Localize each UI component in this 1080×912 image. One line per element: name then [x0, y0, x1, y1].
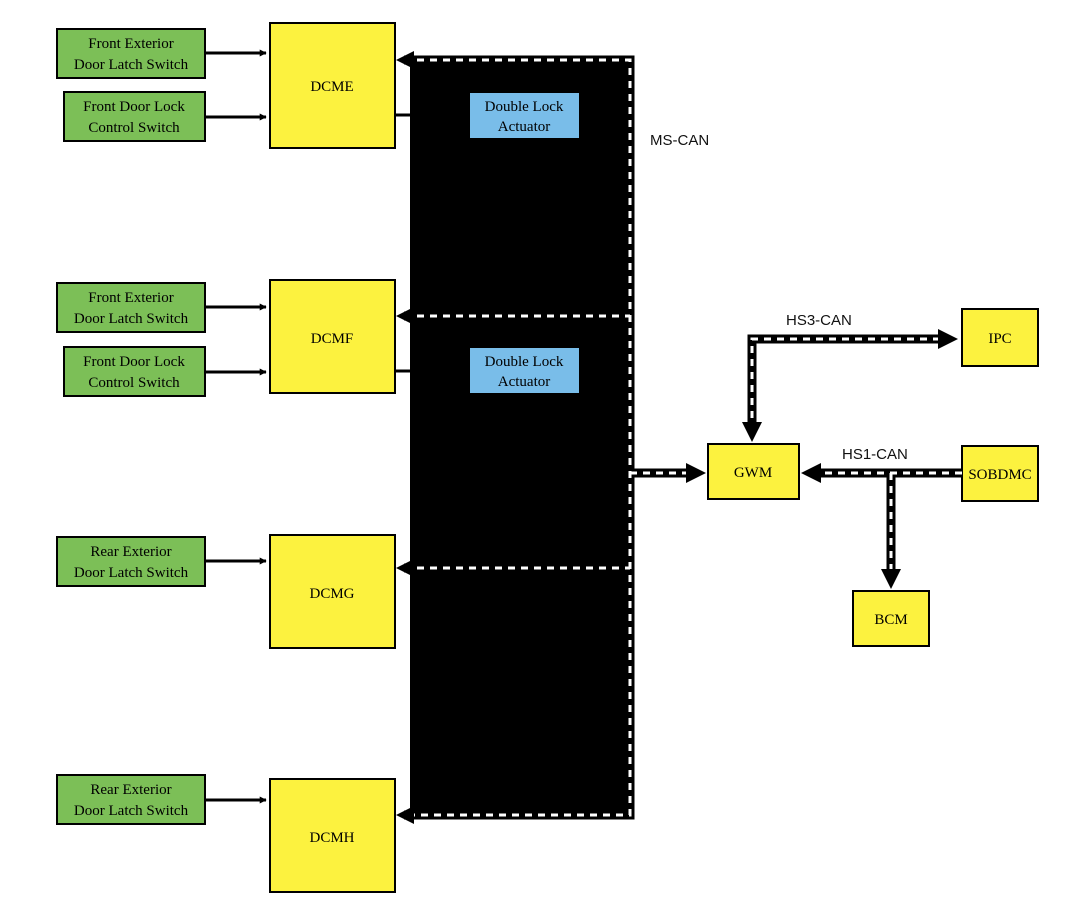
- switch-label-line2: Door Latch Switch: [74, 311, 189, 327]
- module-label: SOBDMC: [968, 467, 1031, 483]
- arrowhead-ipc: [938, 329, 958, 349]
- switch-label-line2: Control Switch: [88, 375, 180, 391]
- actuator-label-line2: Actuator: [498, 119, 550, 135]
- hs3-can-label: HS3-CAN: [786, 312, 852, 329]
- switch-front-door-lock-control-2: Front Door Lock Control Switch: [63, 346, 206, 397]
- actuator-label-line2: Actuator: [498, 374, 550, 390]
- can-bus-lines: [396, 51, 962, 824]
- arrowhead-gwm-hs1: [801, 463, 821, 483]
- module-ipc: IPC: [961, 308, 1039, 367]
- signal-arrows: [205, 49, 466, 804]
- arrowhead-dcmh: [396, 806, 414, 824]
- ms-can-label: MS-CAN: [650, 132, 709, 149]
- module-dcmg: DCMG: [269, 534, 396, 649]
- switch-label-line2: Door Latch Switch: [74, 803, 189, 819]
- actuator-double-lock-1: Double Lock Actuator: [468, 91, 581, 140]
- arrowhead-dcme: [396, 51, 414, 69]
- switch-label-line2: Control Switch: [88, 120, 180, 136]
- actuator-label-line1: Double Lock: [485, 99, 564, 115]
- module-label: DCMG: [309, 586, 354, 602]
- module-gwm: GWM: [707, 443, 800, 500]
- module-label: DCME: [310, 79, 353, 95]
- switch-label-line1: Rear Exterior: [90, 544, 171, 560]
- ms-can-bus: [410, 60, 630, 815]
- switch-front-exterior-door-latch-1: Front Exterior Door Latch Switch: [56, 28, 206, 79]
- switch-front-exterior-door-latch-2: Front Exterior Door Latch Switch: [56, 282, 206, 333]
- module-label: DCMH: [309, 830, 354, 846]
- switch-rear-exterior-door-latch-1: Rear Exterior Door Latch Switch: [56, 536, 206, 587]
- switch-front-door-lock-control-1: Front Door Lock Control Switch: [63, 91, 206, 142]
- actuator-label-line1: Double Lock: [485, 354, 564, 370]
- switch-label-line1: Front Door Lock: [83, 99, 185, 115]
- module-sobdmc: SOBDMC: [961, 445, 1039, 502]
- module-label: BCM: [874, 612, 907, 628]
- module-dcme: DCME: [269, 22, 396, 149]
- arrowhead-dcmg: [396, 559, 414, 577]
- switch-label-line1: Rear Exterior: [90, 782, 171, 798]
- arrowhead-gwm-ms: [686, 463, 706, 483]
- hs1-can-label: HS1-CAN: [842, 446, 908, 463]
- switch-label-line1: Front Exterior: [88, 290, 173, 306]
- module-dcmf: DCMF: [269, 279, 396, 394]
- module-dcmh: DCMH: [269, 778, 396, 893]
- switch-label-line1: Front Exterior: [88, 36, 173, 52]
- module-label: GWM: [734, 465, 772, 481]
- switch-label-line1: Front Door Lock: [83, 354, 185, 370]
- switch-label-line2: Door Latch Switch: [74, 565, 189, 581]
- module-label: DCMF: [311, 331, 354, 347]
- arrowhead-gwm-hs3: [742, 422, 762, 442]
- module-label: IPC: [988, 331, 1011, 347]
- switch-rear-exterior-door-latch-2: Rear Exterior Door Latch Switch: [56, 774, 206, 825]
- arrowhead-bcm: [881, 569, 901, 589]
- actuator-double-lock-2: Double Lock Actuator: [468, 346, 581, 395]
- module-bcm: BCM: [852, 590, 930, 647]
- switch-label-line2: Door Latch Switch: [74, 57, 189, 73]
- arrowhead-dcmf: [396, 307, 414, 325]
